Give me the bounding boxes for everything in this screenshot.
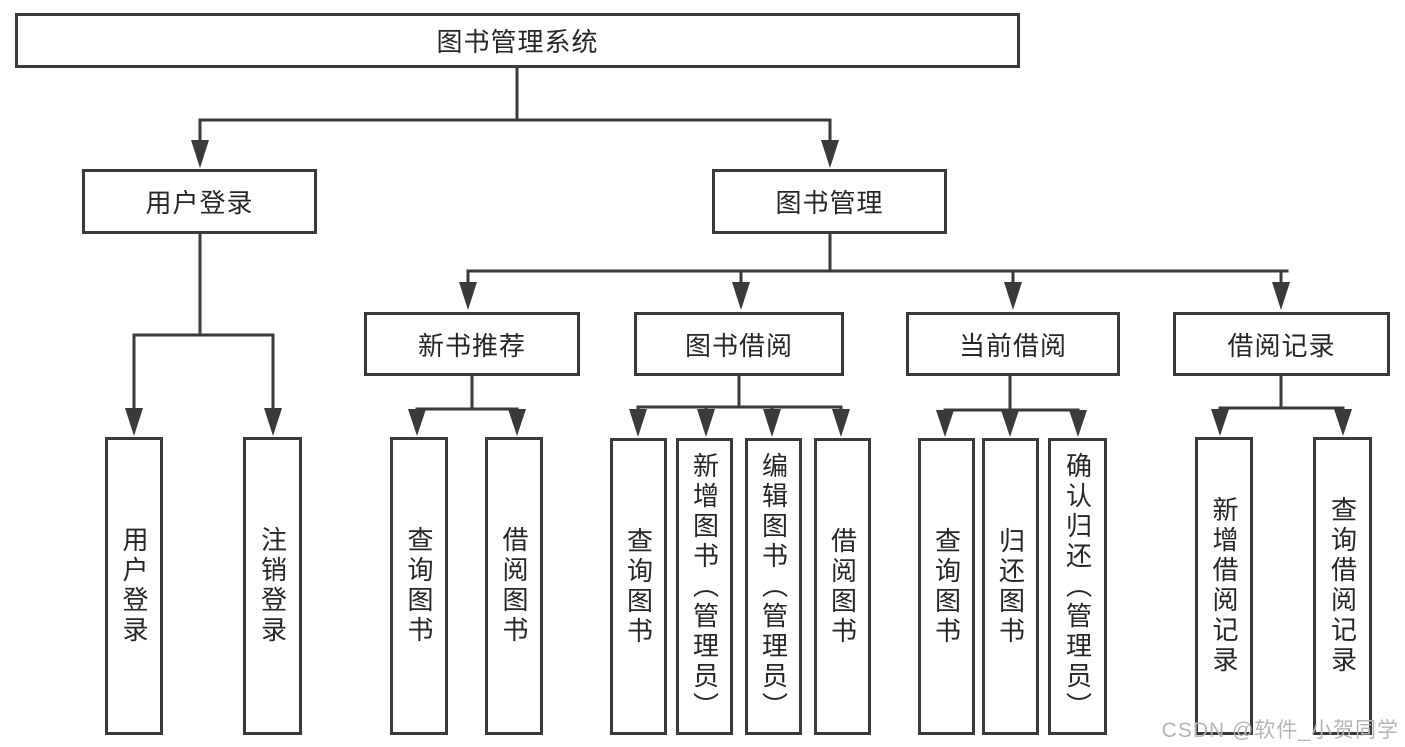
- leaf-user-login-label: 用户登录: [119, 526, 149, 646]
- leaf-query-books-current: 查询图书: [918, 438, 975, 735]
- leaf-edit-books-admin: 编辑图书（管理员）: [745, 438, 802, 735]
- leaf-borrow-books-label: 借阅图书: [827, 526, 858, 647]
- leaf-return-books-label: 归还图书: [995, 526, 1026, 647]
- leaf-confirm-return-admin: 确认归还（管理员）: [1048, 438, 1107, 735]
- leaf-query-borrow-record-label: 查询借阅记录: [1327, 496, 1358, 676]
- leaf-return-books: 归还图书: [982, 438, 1039, 735]
- leaf-borrow-books-recommend-label: 借阅图书: [499, 526, 529, 646]
- node-book-borrow: 图书借阅: [634, 312, 844, 376]
- leaf-user-login: 用户登录: [105, 437, 163, 735]
- leaf-add-borrow-record-label: 新增借阅记录: [1209, 496, 1239, 676]
- leaf-query-borrow-record: 查询借阅记录: [1313, 437, 1372, 735]
- leaf-logout: 注销登录: [243, 437, 302, 735]
- leaf-add-books-admin: 新增图书（管理员）: [676, 438, 733, 735]
- leaf-logout-label: 注销登录: [257, 526, 288, 646]
- leaf-borrow-books: 借阅图书: [814, 438, 871, 735]
- leaf-edit-books-admin-label: 编辑图书（管理员）: [758, 451, 789, 722]
- leaf-query-books-borrow-label: 查询图书: [623, 526, 654, 647]
- leaf-confirm-return-admin-label: 确认归还（管理员）: [1062, 451, 1093, 722]
- leaf-query-books-current-label: 查询图书: [931, 526, 962, 647]
- leaf-query-books-recommend: 查询图书: [390, 437, 448, 735]
- leaf-query-books-borrow: 查询图书: [610, 438, 667, 735]
- node-book-management: 图书管理: [712, 169, 947, 234]
- node-user-login: 用户登录: [82, 169, 317, 234]
- leaf-borrow-books-recommend: 借阅图书: [485, 437, 543, 735]
- node-borrow-records: 借阅记录: [1173, 312, 1390, 376]
- csdn-watermark: CSDN @软件_小贺同学: [1161, 719, 1399, 742]
- node-library-management-system: 图书管理系统: [15, 13, 1020, 68]
- leaf-add-books-admin-label: 新增图书（管理员）: [689, 451, 720, 722]
- node-new-book-recommend: 新书推荐: [364, 312, 580, 376]
- leaf-add-borrow-record: 新增借阅记录: [1195, 437, 1253, 735]
- leaf-query-books-recommend-label: 查询图书: [404, 526, 434, 646]
- node-current-borrow: 当前借阅: [906, 312, 1120, 376]
